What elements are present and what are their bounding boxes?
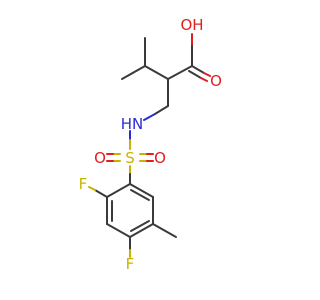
bond-ch-chain: [144, 65, 169, 80]
bond-ring-f-top-yellow: [88, 186, 96, 191]
bond-ring-f-top: [94, 189, 108, 198]
bond-c-cooh: [167, 65, 193, 80]
bond-c-o-2-red: [200, 77, 208, 82]
bond-methyl-a: [121, 65, 146, 80]
bond-ch2-n: [154, 105, 169, 115]
ring-bond-6: [129, 183, 154, 198]
atom-hydroxyl-oh: OH: [180, 16, 203, 34]
atom-fluorine-bottom: F: [126, 255, 135, 273]
bond-c-o-1: [191, 65, 205, 74]
atom-sulfonyl-oxygen-left: O: [94, 149, 106, 167]
ring-bond-4-inner: [130, 220, 150, 232]
bond-c-o-1-red: [203, 72, 211, 77]
bond-c-o-2: [188, 70, 202, 79]
ring-bond-3: [106, 223, 131, 238]
bond-ring-methyl: [152, 223, 177, 238]
structure-diagram: OH O HN S O O F F: [79, 16, 222, 273]
atom-amine-nh: HN: [121, 115, 144, 133]
ring-bond-6-inner: [130, 189, 150, 201]
atom-carbonyl-oxygen: O: [210, 72, 222, 90]
molecule-svg: OH O HN S O O F F: [79, 16, 222, 273]
atom-fluorine-top: F: [79, 175, 88, 193]
atom-sulfonyl-oxygen-right: O: [154, 149, 166, 167]
ring-bond-1: [106, 183, 131, 198]
bond-ch2-n-blue: [143, 113, 156, 121]
ring-bond-4: [129, 223, 154, 238]
atom-sulfur: S: [125, 149, 135, 167]
